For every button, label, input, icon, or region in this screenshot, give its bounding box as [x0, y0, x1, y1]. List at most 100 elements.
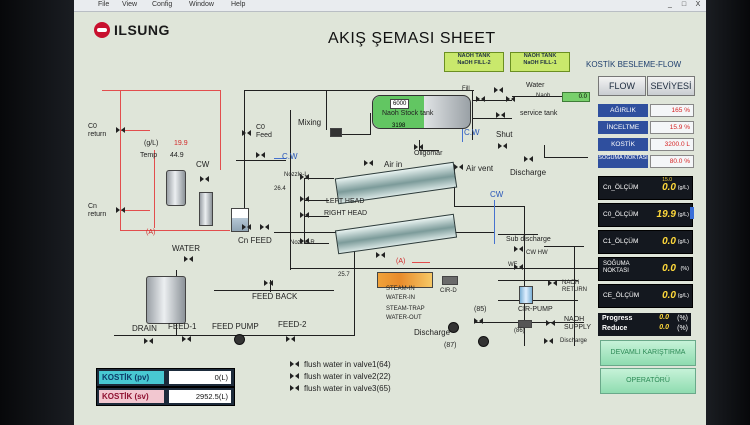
stock-tank-capacity: 6000: [390, 99, 410, 109]
flush-valve-2-icon[interactable]: [290, 373, 299, 380]
temp-label: Temp: [140, 152, 158, 159]
discharge-87-pump[interactable]: [448, 322, 459, 333]
measure-cn: 15.0 Cn_ÖLÇÜM 0.0 (g/L): [598, 176, 693, 200]
water-valve-1[interactable]: [494, 87, 503, 94]
menu-window[interactable]: Window: [189, 1, 214, 8]
menu-file[interactable]: File: [98, 1, 110, 8]
level-button[interactable]: SEVİYESİ: [647, 76, 695, 96]
kostik-sv-value[interactable]: 2952.5(L): [169, 390, 231, 403]
menu-config[interactable]: Config: [152, 1, 173, 8]
right-head-valve[interactable]: [300, 212, 309, 219]
drain-valve[interactable]: [144, 338, 153, 345]
mixing-vessel: [166, 170, 186, 206]
sub-discharge-valve[interactable]: [514, 246, 523, 253]
naoh-valve[interactable]: [506, 96, 515, 103]
feed-1-label: FEED-1: [168, 322, 197, 331]
water-label-1: Water: [526, 82, 545, 89]
cn-return-valve[interactable]: [116, 207, 125, 214]
naoh-return-valve[interactable]: [548, 280, 557, 287]
progress-label: Progress: [602, 315, 633, 322]
a-valve[interactable]: [376, 252, 385, 259]
nozzle-l-valve[interactable]: [300, 174, 309, 181]
measure-soguma: SOĞUMA NOKTASI 0.0 (%): [598, 257, 693, 281]
menu-help[interactable]: Help: [231, 1, 246, 8]
shut-valve[interactable]: [498, 143, 507, 150]
service-tank-valve[interactable]: [496, 112, 505, 119]
flow-button[interactable]: FLOW: [598, 76, 646, 96]
param-value[interactable]: 165 %: [650, 104, 694, 117]
ilsung-logo-icon: [94, 22, 110, 38]
param-value[interactable]: 3200.0 L: [650, 138, 694, 151]
naoh-flow-value: 0.0: [562, 92, 590, 102]
naoh-fill-1-button[interactable]: NAOH TANK NaOH FILL-1: [510, 52, 570, 72]
cn-feed-valve[interactable]: [242, 224, 251, 231]
operator-button[interactable]: OPERATÖRÜ: [600, 368, 696, 394]
cir-pump-filter: [519, 286, 533, 304]
cir-pump-label: CIR-PUMP: [518, 306, 553, 313]
naoh-label: Naoh: [536, 93, 551, 99]
reduce-unit: (%): [677, 325, 688, 332]
param-value[interactable]: 80.0 %: [650, 155, 694, 168]
company-logo: ILSUNG: [94, 22, 170, 38]
feed-1-valve[interactable]: [182, 336, 191, 343]
naoh-fill-2-button[interactable]: NAOH TANK NaOH FILL-2: [444, 52, 504, 72]
measure-label: C1_ÖLÇÜM: [603, 238, 639, 245]
measure-unit: (g/L): [677, 293, 689, 299]
oligomar-label: Oligomar: [414, 150, 443, 157]
oligomar-valve[interactable]: [414, 144, 423, 151]
cw-valve-left[interactable]: [256, 152, 265, 159]
measurement-scroll-handle[interactable]: [690, 207, 694, 219]
water-inlet-valve[interactable]: [184, 256, 193, 263]
temp-value: 44.9: [170, 152, 184, 159]
sub-discharge-label: Sub discharge: [506, 236, 551, 243]
close-button[interactable]: X: [695, 1, 701, 8]
flush-valve-1-icon[interactable]: [290, 361, 299, 368]
nozzle-r-valve[interactable]: [300, 238, 309, 245]
hmi-screen: File View Config Window Help _ □ X ILSUN…: [74, 0, 706, 425]
left-head-valve[interactable]: [300, 196, 309, 203]
page-title: AKIŞ ŞEMASI SHEET: [328, 30, 496, 47]
naoh-supply-valve[interactable]: [546, 320, 555, 327]
mixing-label: Mixing: [298, 118, 322, 127]
menu-view[interactable]: View: [122, 1, 138, 8]
param-value[interactable]: 15.9 %: [650, 121, 694, 134]
discharge-bottom-valve[interactable]: [544, 338, 553, 345]
pump-87[interactable]: [478, 336, 489, 347]
measure-value: 0.0: [662, 263, 676, 274]
minimize-button[interactable]: _: [668, 1, 672, 8]
flush-valve-3-icon[interactable]: [290, 385, 299, 392]
measure-c1: C1_ÖLÇÜM 0.0 (g/L): [598, 230, 693, 254]
c0-feed-valve[interactable]: [242, 130, 251, 137]
logo-text: ILSUNG: [114, 22, 170, 38]
kostik-sv-display[interactable]: KOSTİK (sv) 2952.5(L): [96, 387, 235, 406]
cw-valve-top[interactable]: [200, 176, 209, 183]
measure-label: Cn_ÖLÇÜM: [603, 184, 639, 191]
feed-2-valve[interactable]: [286, 336, 295, 343]
discharge-valve-top[interactable]: [524, 156, 533, 163]
cw-hw-label: CW HW: [526, 250, 548, 256]
continuous-mixing-button[interactable]: DEVAMLI KARIŞTIRMA: [600, 340, 696, 366]
discharge-85-valve[interactable]: [474, 318, 483, 325]
feed-back-valve[interactable]: [264, 280, 273, 287]
nozzle-l-label: Nozzle-L: [284, 172, 308, 178]
gl-label: (g/L): [144, 140, 159, 147]
param-soguma: SOĞUMA NOKTASI 80.0 %: [598, 155, 694, 168]
fill-valve[interactable]: [476, 96, 485, 103]
wf-label: WF: [508, 262, 518, 268]
param-inceltme: İNCELTME 15.9 %: [598, 121, 694, 134]
cn-feed-valve-2[interactable]: [260, 224, 269, 231]
wf-valve[interactable]: [514, 264, 523, 271]
c0-return-label: C0 return: [88, 123, 107, 138]
c0-return-valve[interactable]: [116, 127, 125, 134]
measure-c0: C0_ÖLÇÜM 19.9 (g/L): [598, 203, 693, 227]
maximize-button[interactable]: □: [681, 1, 687, 8]
air-in-valve[interactable]: [364, 160, 373, 167]
water-storage-tank: [146, 276, 186, 324]
air-vent-valve[interactable]: [454, 164, 463, 171]
measure-unit: (g/L): [677, 212, 689, 218]
measure-value: 0.0: [662, 290, 676, 301]
right-panel-header: KOSTİK BESLEME-FLOW: [586, 60, 682, 69]
feed-pump[interactable]: [234, 334, 245, 345]
measure-unit: (%): [680, 266, 689, 272]
service-tank-label: service tank: [520, 110, 558, 117]
